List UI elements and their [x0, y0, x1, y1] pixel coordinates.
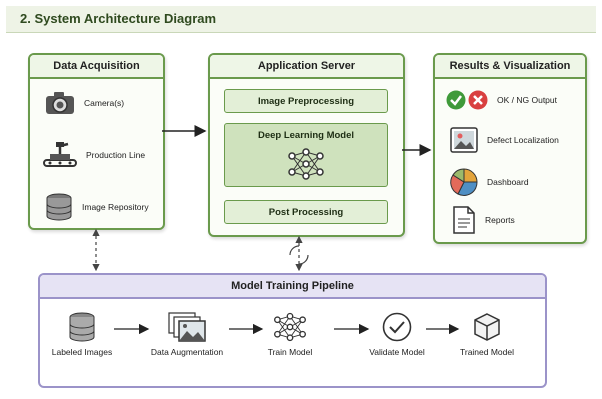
- sync-icon: [289, 245, 309, 265]
- image-icon: [450, 127, 478, 153]
- section-title-bar: 2. System Architecture Diagram: [6, 6, 596, 33]
- stacked-images-icon: [69, 312, 95, 342]
- deep-learning-model-box: Deep Learning Model: [224, 123, 388, 187]
- ok-ng-item: OK / NG Output: [445, 89, 557, 111]
- results-heading: Results & Visualization: [435, 55, 585, 79]
- augmentation-images-icon: [168, 312, 206, 342]
- cube-icon: [474, 313, 500, 341]
- pipeline-step-train-model: Train Model: [245, 311, 335, 357]
- ok-ng-label: OK / NG Output: [497, 95, 557, 105]
- model-training-pipeline-panel: Model Training Pipeline Labeled Images D…: [38, 273, 547, 388]
- post-processing-box: Post Processing: [224, 200, 388, 224]
- image-preprocessing-box: Image Preprocessing: [224, 89, 388, 113]
- pipeline-step-trained-model: Trained Model: [442, 311, 532, 357]
- dashboard-item: Dashboard: [449, 167, 529, 197]
- neural-network-icon: [288, 148, 324, 180]
- production-line-item: Production Line: [42, 140, 145, 170]
- trained-model-label: Trained Model: [459, 347, 515, 357]
- results-panel: Results & Visualization OK / NG Output D…: [433, 53, 587, 244]
- labeled-images-label: Labeled Images: [51, 347, 113, 357]
- data-acquisition-panel: Data Acquisition Camera(s) Production Li…: [28, 53, 165, 230]
- pipeline-step-labeled-images: Labeled Images: [37, 311, 127, 357]
- neural-network-icon: [274, 312, 306, 342]
- pie-chart-icon: [450, 168, 478, 196]
- checkmark-circle-icon: [382, 312, 412, 342]
- camera-item: Camera(s): [44, 90, 124, 116]
- deep-learning-model-label: Deep Learning Model: [257, 130, 355, 141]
- database-icon: [46, 193, 72, 221]
- pipeline-heading: Model Training Pipeline: [40, 275, 545, 299]
- camera-icon: [46, 92, 74, 114]
- train-model-label: Train Model: [267, 347, 313, 357]
- production-line-label: Production Line: [86, 150, 146, 160]
- section-title: 2. System Architecture Diagram: [20, 11, 217, 26]
- application-server-heading: Application Server: [210, 55, 403, 79]
- image-repository-label: Image Repository: [82, 202, 149, 212]
- ok-ng-icon: [446, 90, 488, 110]
- document-icon: [453, 206, 475, 234]
- application-server-panel: Application Server Image Preprocessing D…: [208, 53, 405, 237]
- data-acquisition-heading: Data Acquisition: [30, 55, 163, 79]
- dashboard-label: Dashboard: [487, 177, 529, 187]
- validate-model-label: Validate Model: [369, 347, 425, 357]
- defect-localization-label: Defect Localization: [487, 135, 559, 145]
- pipeline-step-validate-model: Validate Model: [352, 311, 442, 357]
- camera-label: Camera(s): [84, 98, 125, 108]
- reports-item: Reports: [451, 205, 515, 235]
- defect-localization-item: Defect Localization: [449, 126, 559, 154]
- data-augmentation-label: Data Augmentation: [150, 347, 224, 357]
- reports-label: Reports: [485, 215, 515, 225]
- pipeline-step-data-augmentation: Data Augmentation: [142, 311, 232, 357]
- robot-arm-icon: [43, 142, 77, 167]
- image-repository-item: Image Repository: [44, 192, 149, 222]
